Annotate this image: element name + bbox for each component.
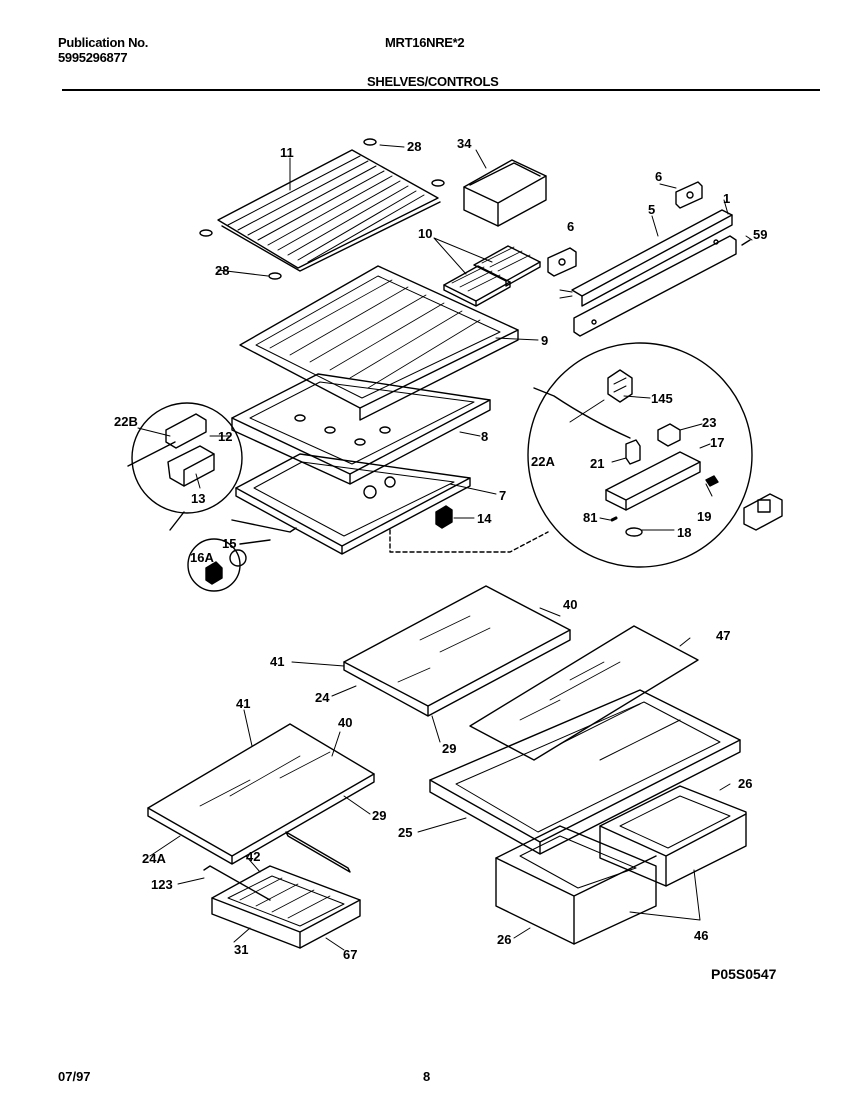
crisper-cover-25 bbox=[429, 689, 741, 855]
callout-6: 6 bbox=[655, 169, 662, 184]
publication-date: 07/97 bbox=[58, 1069, 91, 1084]
bracket-6 bbox=[547, 181, 703, 277]
callout-9: 9 bbox=[541, 333, 548, 348]
callout-34: 34 bbox=[457, 136, 472, 151]
callout-40: 40 bbox=[563, 597, 577, 612]
rail-42 bbox=[285, 831, 351, 873]
callout-26: 26 bbox=[497, 932, 511, 947]
light-bulb-15 bbox=[187, 538, 271, 592]
crisper-drawer-26 bbox=[495, 785, 747, 945]
callout-1: 1 bbox=[723, 191, 730, 206]
callout-28: 28 bbox=[215, 263, 229, 278]
callout-5: 5 bbox=[648, 202, 655, 217]
callout-81: 81 bbox=[583, 510, 597, 525]
callout-14: 14 bbox=[477, 511, 492, 526]
shelf-frame-8 bbox=[231, 373, 491, 485]
model-number: MRT16NRE*2 bbox=[385, 35, 465, 50]
callout-21: 21 bbox=[590, 456, 604, 471]
callout-40: 40 bbox=[338, 715, 352, 730]
callout-24: 24 bbox=[315, 690, 330, 705]
bin-34 bbox=[463, 159, 547, 227]
leader-lines bbox=[137, 144, 753, 951]
callout-41: 41 bbox=[270, 654, 284, 669]
callout-15: 15 bbox=[222, 536, 236, 551]
ice-trays-10 bbox=[443, 245, 541, 307]
section-title: SHELVES/CONTROLS bbox=[367, 74, 499, 89]
publication-number: 5995296877 bbox=[58, 50, 128, 65]
callout-23: 23 bbox=[702, 415, 716, 430]
callout-22B: 22B bbox=[114, 414, 138, 429]
drawer-31 bbox=[203, 865, 361, 949]
callout-26: 26 bbox=[738, 776, 752, 791]
callout-41: 41 bbox=[236, 696, 250, 711]
callout-8: 8 bbox=[481, 429, 488, 444]
callout-11: 11 bbox=[280, 145, 294, 160]
callout-29: 29 bbox=[442, 741, 456, 756]
part-14 bbox=[435, 505, 453, 529]
callout-24A: 24A bbox=[142, 851, 166, 866]
callout-67: 67 bbox=[343, 947, 357, 962]
tray-7 bbox=[235, 453, 471, 555]
callout-47: 47 bbox=[716, 628, 730, 643]
callout-28: 28 bbox=[407, 139, 421, 154]
drawing-code: P05S0547 bbox=[711, 966, 777, 982]
callout-18: 18 bbox=[677, 525, 691, 540]
screw-59 bbox=[741, 239, 751, 246]
header-rule bbox=[62, 89, 820, 91]
callout-29: 29 bbox=[372, 808, 386, 823]
glass-shelf-47 bbox=[469, 625, 699, 761]
callout-25: 25 bbox=[398, 825, 412, 840]
callout-59: 59 bbox=[753, 227, 767, 242]
glass-shelf-40 bbox=[343, 585, 571, 717]
callout-19: 19 bbox=[697, 509, 711, 524]
callout-31: 31 bbox=[234, 942, 248, 957]
callout-6: 6 bbox=[567, 219, 574, 234]
detail-circle-right bbox=[389, 342, 783, 568]
publication-label: Publication No. bbox=[58, 35, 149, 50]
callout-7: 7 bbox=[499, 488, 506, 503]
callout-22A: 22A bbox=[531, 454, 555, 469]
callout-46: 46 bbox=[694, 928, 708, 943]
shelf-end-cap bbox=[199, 138, 445, 280]
callout-13: 13 bbox=[191, 491, 205, 506]
callout-123: 123 bbox=[151, 877, 173, 892]
callout-16A: 16A bbox=[190, 550, 214, 565]
detail-circle-left bbox=[127, 402, 297, 533]
callout-145: 145 bbox=[651, 391, 673, 406]
control-rail-5 bbox=[559, 209, 737, 337]
glass-shelf-40-lower bbox=[147, 723, 375, 865]
callout-17: 17 bbox=[710, 435, 724, 450]
freezer-shelf-9 bbox=[239, 265, 519, 421]
wire-shelf-11 bbox=[217, 149, 441, 272]
page-number: 8 bbox=[423, 1069, 431, 1084]
callout-42: 42 bbox=[246, 849, 260, 864]
callout-12: 12 bbox=[218, 429, 232, 444]
callout-10: 10 bbox=[418, 226, 432, 241]
part-callouts: 11 28 34 28 6 5 1 59 10 6 9 145 22B 12 1… bbox=[114, 136, 767, 962]
